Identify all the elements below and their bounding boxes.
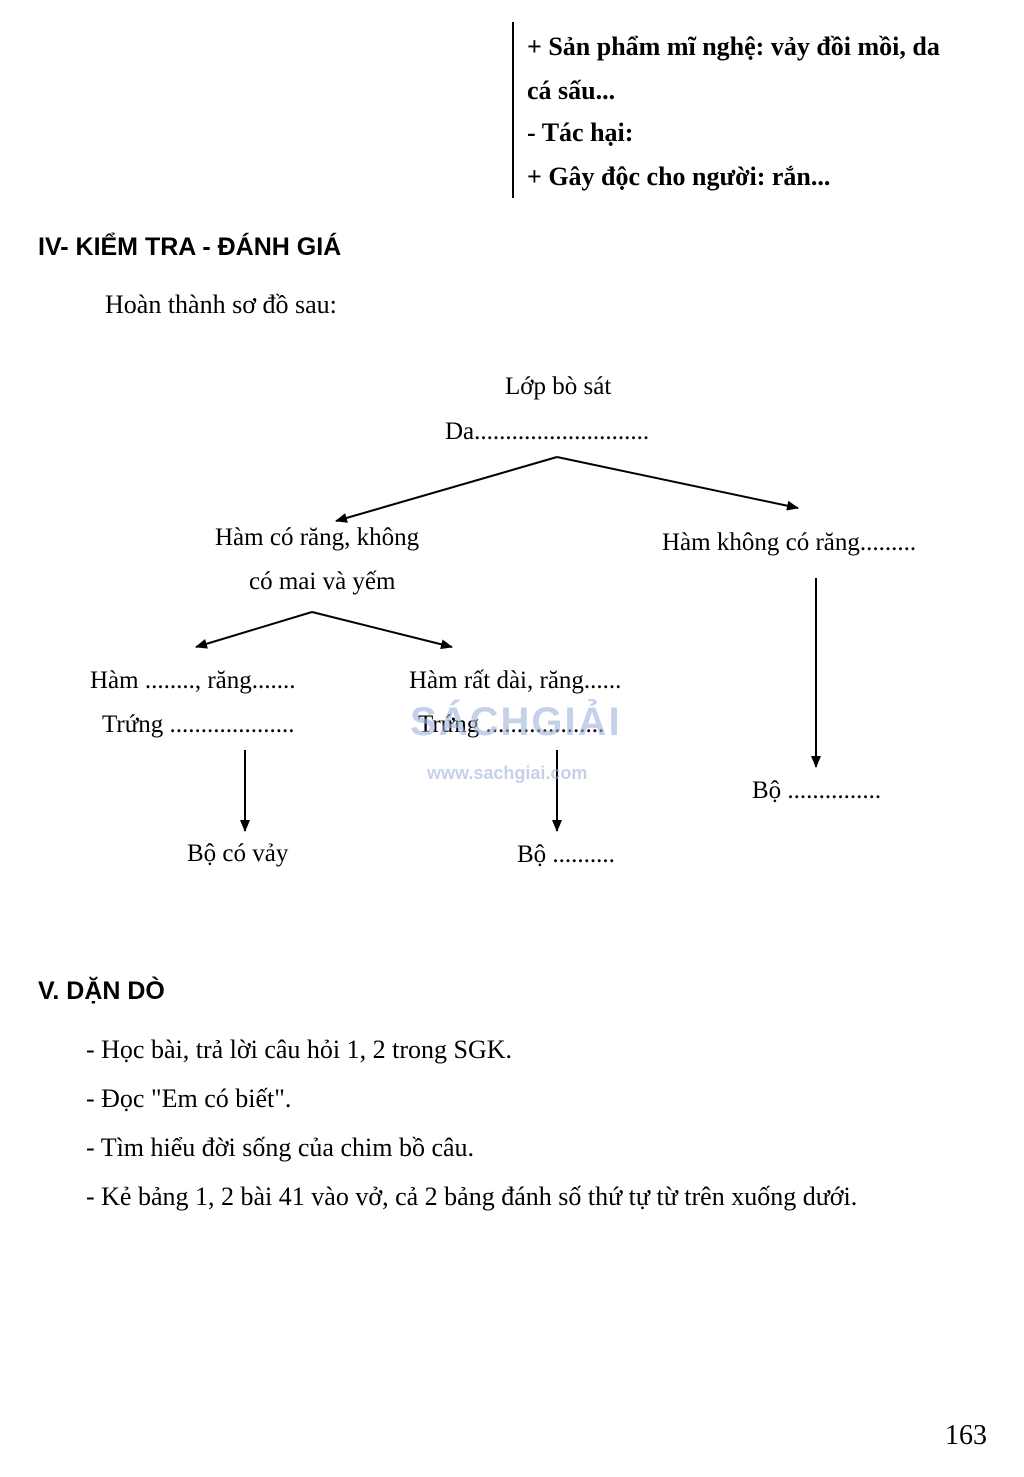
- task-item: - Kẻ bảng 1, 2 bài 41 vào vở, cả 2 bảng …: [86, 1182, 858, 1211]
- left-right-line1: Hàm rất dài, răng......: [409, 667, 622, 694]
- task-item: - Đọc "Em có biết".: [86, 1084, 292, 1113]
- root-node-title: Lớp bò sát: [505, 373, 612, 400]
- leaf-order-blank-1: Bộ ..........: [517, 841, 615, 868]
- box-line-products: + Sản phẩm mĩ nghệ: vảy đồi mồi, da: [527, 32, 940, 61]
- left-right-line2: Trứng ...................: [418, 711, 605, 738]
- arrow-root-to-left: [335, 456, 558, 523]
- watermark-url: www.sachgiai.com: [427, 763, 588, 783]
- page-number: 163: [945, 1420, 987, 1451]
- left-branch-line2: có mai và yếm: [249, 568, 396, 595]
- left-left-line2: Trứng ....................: [102, 711, 295, 738]
- arrow-root-to-right: [556, 456, 799, 511]
- box-left-border: [512, 22, 514, 198]
- task-item: - Học bài, trả lời câu hỏi 1, 2 trong SG…: [86, 1035, 513, 1064]
- leaf-order-blank-2: Bộ ...............: [752, 777, 882, 804]
- right-branch: Hàm không có răng.........: [662, 529, 917, 556]
- box-line-products-cont: cá sấu...: [527, 76, 616, 105]
- section-iv-heading: IV- KIỂM TRA - ĐÁNH GIÁ: [38, 233, 342, 261]
- box-line-harm-heading: - Tác hại:: [527, 118, 634, 147]
- watermark-brand: SÁCHGIẢI: [410, 700, 622, 744]
- left-left-line1: Hàm ........, răng.......: [90, 667, 296, 694]
- section-iv-instruction: Hoàn thành sơ đồ sau:: [105, 290, 337, 319]
- box-line-harm-detail: + Gây độc cho người: rắn...: [527, 162, 831, 191]
- arrow-left-to-lr: [311, 611, 453, 650]
- arrow-left-to-ll: [195, 611, 313, 649]
- task-item: - Tìm hiểu đời sống của chim bồ câu.: [86, 1133, 475, 1162]
- section-v-heading: V. DẶN DÒ: [38, 977, 165, 1005]
- left-branch-line1: Hàm có răng, không: [215, 524, 420, 551]
- leaf-scaled-order: Bộ có vảy: [187, 840, 289, 867]
- root-node-skin: Da............................: [445, 418, 650, 445]
